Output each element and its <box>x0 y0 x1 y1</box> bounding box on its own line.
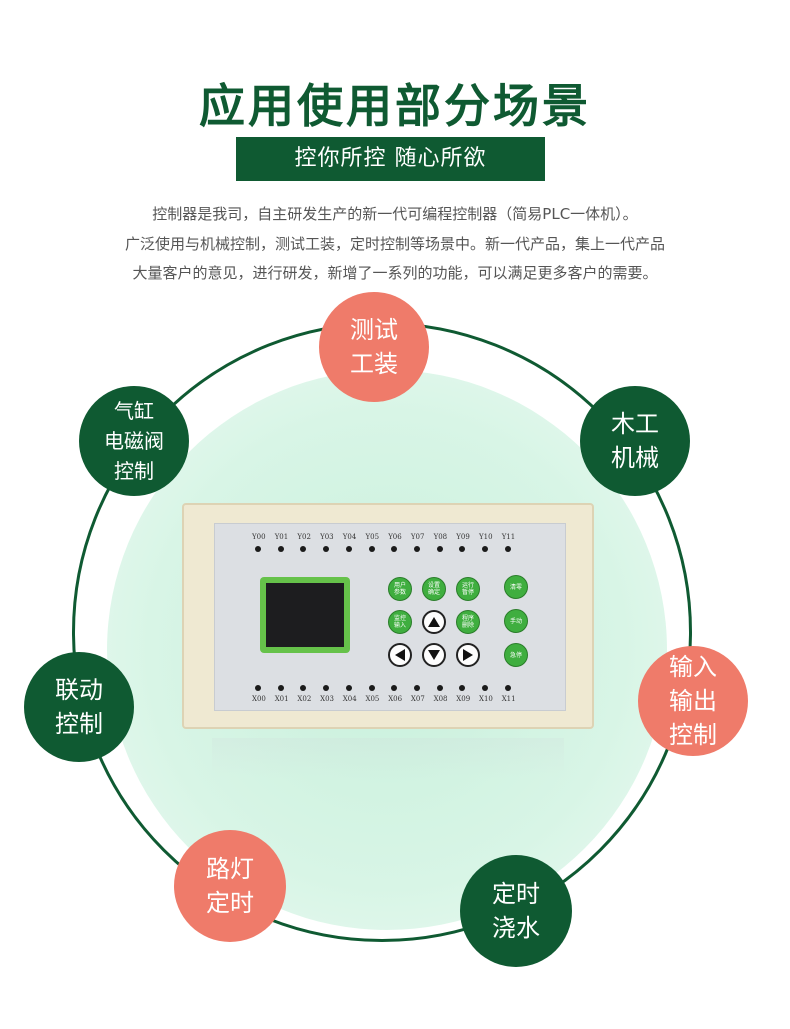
scenario-woodworking: 木工 机械 <box>580 386 690 496</box>
user-params-button[interactable]: 用户 参数 <box>388 577 412 601</box>
output-led <box>459 546 466 552</box>
input-label: X00 <box>252 695 266 703</box>
output-label: Y09 <box>456 533 470 541</box>
input-led <box>436 685 443 691</box>
input-label: X01 <box>274 695 289 703</box>
output-label: Y11 <box>501 533 516 541</box>
input-led <box>482 685 488 691</box>
input-label: X11 <box>501 695 516 703</box>
control-panel: 用户 参数 设置 确定 运行 暂停 清零 监控 输入 程序 删除 手动 急停 Y… <box>214 523 566 711</box>
lcd-screen <box>266 583 344 647</box>
input-led <box>504 685 511 691</box>
output-led <box>482 546 488 552</box>
slogan-banner: 控你所控 随心所欲 <box>236 137 545 181</box>
output-label: Y10 <box>479 533 493 541</box>
input-label: X09 <box>456 695 471 703</box>
input-led <box>277 685 284 691</box>
page-title: 应用使用部分场景 <box>199 79 591 133</box>
arrow-right-icon <box>463 649 473 661</box>
input-label: X06 <box>388 695 403 703</box>
arrow-down-button[interactable] <box>422 643 446 667</box>
lcd-display <box>260 577 350 653</box>
device-reflection <box>212 738 564 778</box>
input-label: X02 <box>297 695 312 703</box>
run-pause-button[interactable]: 运行 暂停 <box>456 577 480 601</box>
output-led <box>345 546 352 552</box>
monitor-input-button[interactable]: 监控 输入 <box>388 610 412 634</box>
program-delete-button[interactable]: 程序 删除 <box>456 610 480 634</box>
description-line-1: 控制器是我司，自主研发生产的新一代可编程控制器（简易PLC一体机）。 <box>152 205 638 223</box>
output-label: Y06 <box>388 533 402 541</box>
clear-button[interactable]: 清零 <box>504 575 528 599</box>
arrow-left-icon <box>395 649 405 661</box>
arrow-up-icon <box>428 617 440 627</box>
emergency-stop-button[interactable]: 急停 <box>504 643 528 667</box>
output-led <box>277 546 284 552</box>
input-label: X08 <box>433 695 448 703</box>
output-label: Y00 <box>252 533 266 541</box>
output-label: Y01 <box>274 533 289 541</box>
arrow-right-button[interactable] <box>456 643 480 667</box>
input-label: X05 <box>365 695 380 703</box>
input-label: X07 <box>410 695 425 703</box>
input-label: X10 <box>479 695 493 703</box>
arrow-down-icon <box>428 650 440 660</box>
manual-button[interactable]: 手动 <box>504 609 528 633</box>
arrow-left-button[interactable] <box>388 643 412 667</box>
scenario-cylinder-valve: 气缸 电磁阀 控制 <box>79 386 189 496</box>
description-line-3: 大量客户的意见，进行研发，新增了一系列的功能，可以满足更多客户的需要。 <box>132 264 658 282</box>
input-led <box>391 685 398 691</box>
output-label: Y05 <box>365 533 380 541</box>
output-led <box>323 546 330 552</box>
scenario-street-light: 路灯 定时 <box>174 830 286 942</box>
scenario-test-fixture: 测试 工装 <box>319 292 429 402</box>
output-led <box>255 546 261 552</box>
input-led <box>255 685 261 691</box>
output-label: Y03 <box>320 533 334 541</box>
scenario-timed-watering: 定时 浇水 <box>460 855 572 967</box>
input-led <box>323 685 330 691</box>
scenario-io-control: 输入 输出 控制 <box>638 646 748 756</box>
output-led <box>368 546 375 552</box>
input-label: X03 <box>320 695 334 703</box>
output-led <box>300 546 307 552</box>
output-label: Y04 <box>342 533 357 541</box>
output-led <box>504 546 511 552</box>
input-led <box>413 685 420 691</box>
input-led <box>300 685 307 691</box>
output-label: Y02 <box>297 533 311 541</box>
plc-controller: 用户 参数 设置 确定 运行 暂停 清零 监控 输入 程序 删除 手动 急停 Y… <box>182 503 594 729</box>
output-led <box>413 546 420 552</box>
input-led <box>368 685 375 691</box>
description-line-2: 广泛使用与机械控制，测试工装，定时控制等场景中。新一代产品，集上一代产品 <box>124 235 665 253</box>
output-label: Y08 <box>433 533 448 541</box>
output-led <box>436 546 443 552</box>
input-led <box>345 685 352 691</box>
setting-confirm-button[interactable]: 设置 确定 <box>422 577 446 601</box>
scenario-linkage-control: 联动 控制 <box>24 652 134 762</box>
output-led <box>391 546 398 552</box>
arrow-up-button[interactable] <box>422 610 446 634</box>
input-label: X04 <box>342 695 357 703</box>
output-label: Y07 <box>410 533 425 541</box>
input-led <box>459 685 466 691</box>
